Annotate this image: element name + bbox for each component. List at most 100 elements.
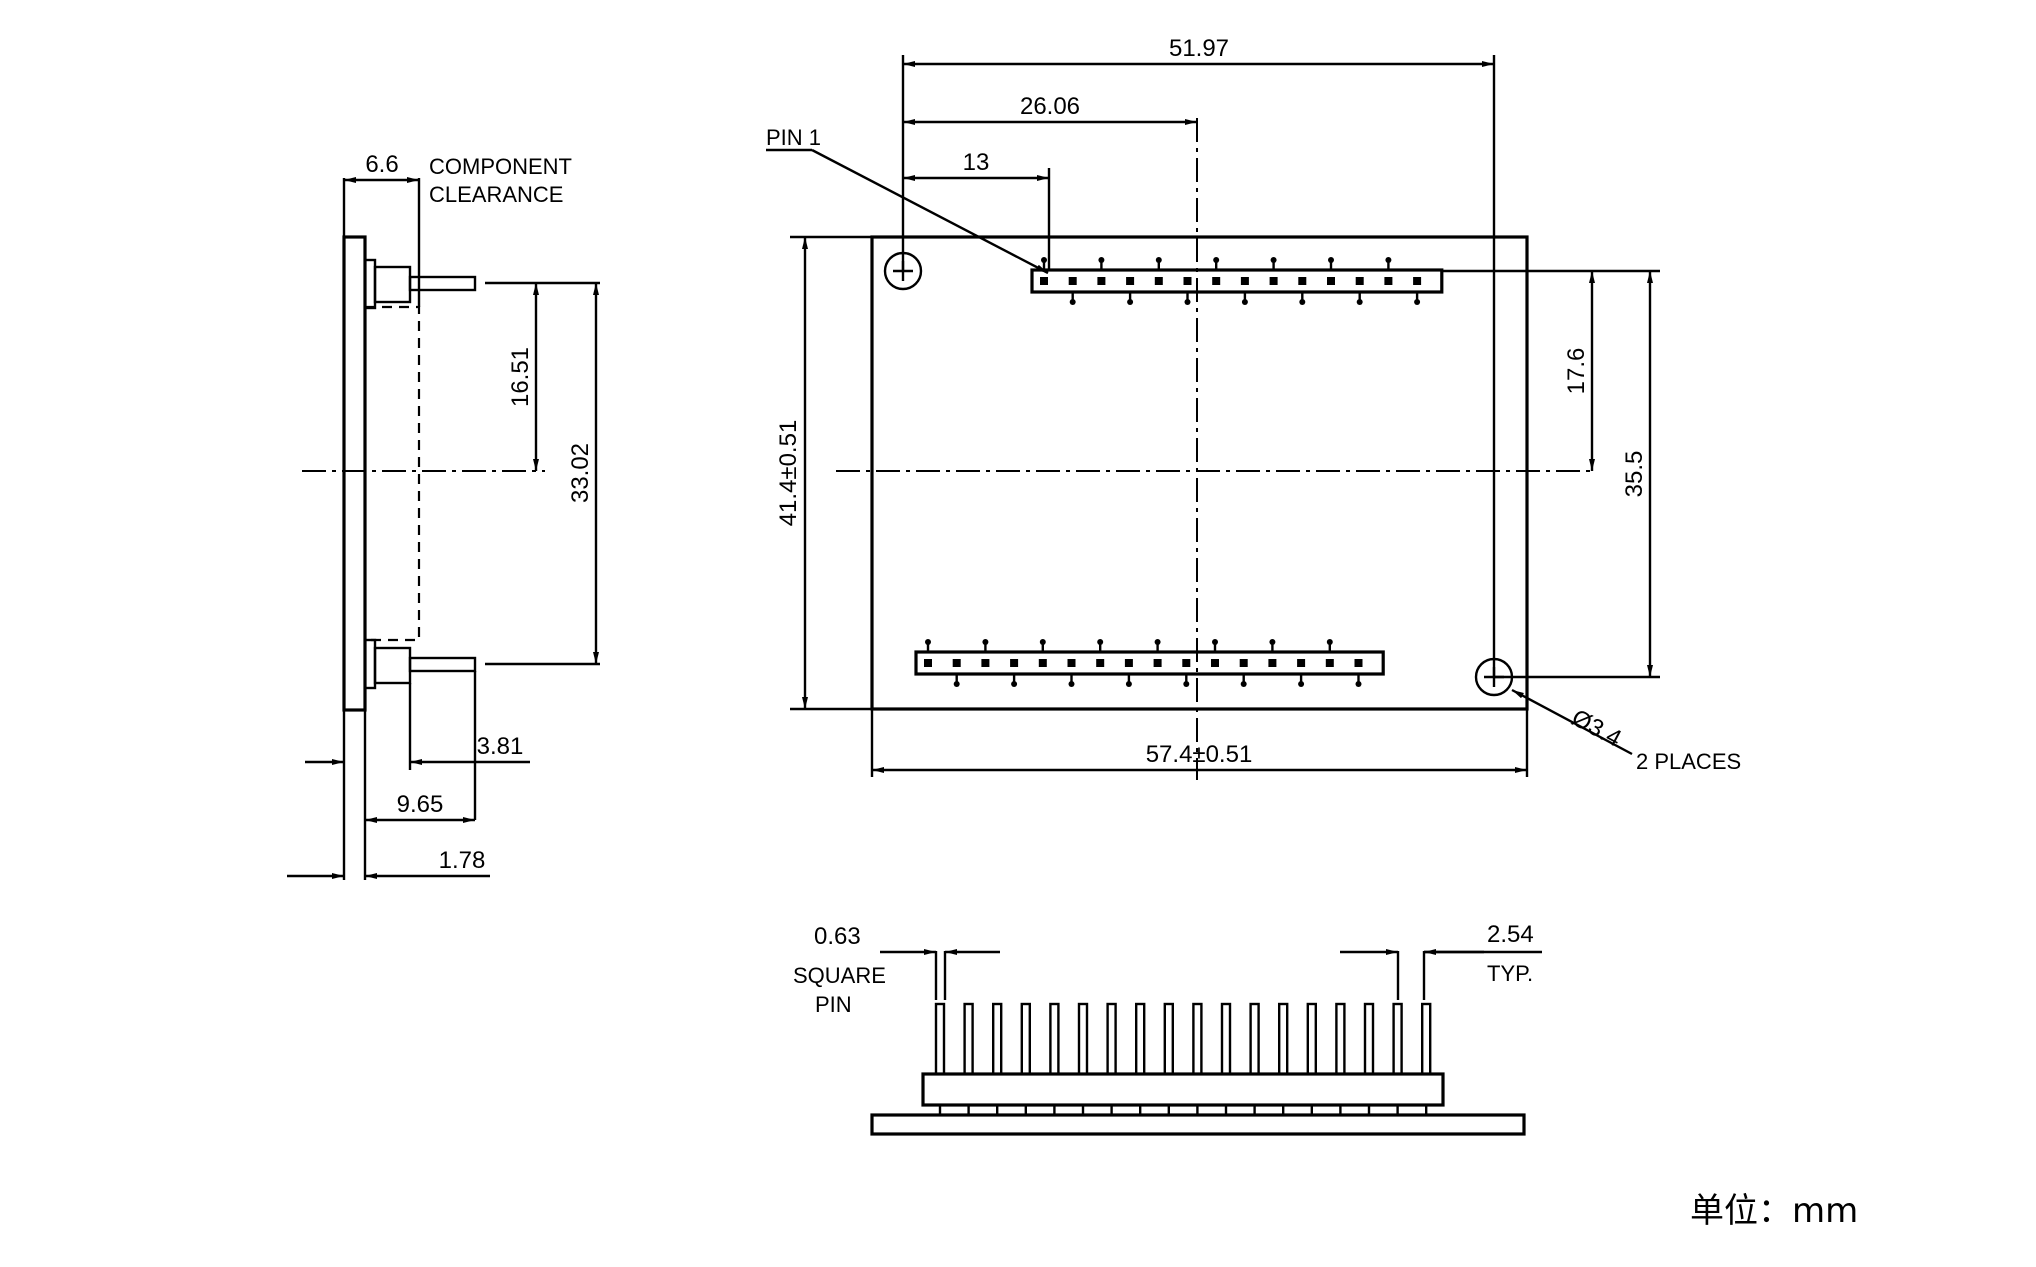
- hole-count-label: 2 PLACES: [1636, 749, 1741, 774]
- pin-lead-tip: [1356, 299, 1363, 305]
- dim-35-5: 35.5: [1621, 451, 1648, 498]
- pin-lead-tip: [982, 639, 989, 645]
- dim-26-06: 26.06: [1020, 93, 1080, 120]
- pin-lead-tip: [1241, 299, 1248, 305]
- header-pin: [1212, 277, 1221, 285]
- pin-lead-tip: [1328, 257, 1334, 263]
- header-pin: [1239, 659, 1248, 667]
- side-connector-top: [363, 258, 477, 310]
- header-pin: [1240, 277, 1249, 285]
- pin-lead-tip: [1355, 681, 1362, 687]
- pin-lead-tip: [1011, 681, 1018, 687]
- top-header-connector: [1030, 257, 1444, 305]
- header-pin: [1327, 277, 1335, 285]
- dim-pin-pitch: 2.54: [1487, 921, 1534, 948]
- front-pin: [1392, 1002, 1403, 1076]
- header-pin: [1355, 277, 1364, 285]
- header-pin: [1040, 277, 1048, 285]
- bottom-header-connector: [914, 639, 1385, 687]
- component-clearance-outline: [365, 305, 421, 642]
- pin-lead-tip: [1183, 681, 1190, 687]
- pin-lead-tip: [1326, 639, 1333, 645]
- header-pin: [1354, 659, 1363, 667]
- header-pin: [1096, 659, 1105, 667]
- dim-16-51: 16.51: [507, 347, 534, 407]
- pin-lead-tip: [925, 639, 931, 645]
- pin-lead-tip: [1125, 681, 1132, 687]
- dim-17-6: 17.6: [1563, 348, 1590, 395]
- dim-board-width: 57.4±0.51: [1146, 741, 1253, 768]
- pin-lead-tip: [1039, 639, 1046, 645]
- front-pin: [934, 1002, 946, 1076]
- dim-board-height: 41.4±0.51: [775, 420, 802, 527]
- header-pin: [1124, 659, 1133, 667]
- dim-9-65: 9.65: [397, 791, 444, 818]
- top-view: 51.97 26.06 13 PIN 1 41.4±0.51 57.4±0.51…: [766, 35, 1741, 780]
- front-pin: [1134, 1002, 1146, 1076]
- dim-1-78: 1.78: [439, 847, 486, 874]
- header-pin: [1068, 277, 1077, 285]
- pin-lead-tip: [1069, 299, 1076, 305]
- front-pin: [1249, 1002, 1260, 1076]
- front-pin: [1363, 1002, 1375, 1076]
- pin-lead-tip: [1299, 299, 1306, 305]
- pin-lead-tip: [1414, 299, 1421, 305]
- side-view: 6.6 COMPONENT CLEARANCE 16.51 33.02 3.81…: [287, 151, 600, 880]
- pin-lead-tip: [1098, 257, 1105, 263]
- front-pin: [1420, 1002, 1432, 1076]
- front-header-body: [921, 1072, 1445, 1107]
- header-pin: [1297, 659, 1306, 667]
- header-pin: [1182, 659, 1191, 667]
- front-pin: [1163, 1002, 1175, 1076]
- pin-label-line2: PIN: [815, 992, 852, 1017]
- dim-13: 13: [963, 149, 990, 176]
- pin-lead-tip: [1097, 639, 1104, 645]
- header-pin: [1211, 659, 1219, 667]
- front-view: 0.63 SQUARE PIN 2.54 TYP.: [793, 921, 1542, 1136]
- front-pin: [963, 1002, 974, 1076]
- pitch-typ-label: TYP.: [1487, 961, 1533, 986]
- pin-lead-tip: [1068, 681, 1075, 687]
- header-pin: [952, 659, 961, 667]
- pin-lead-tip: [1269, 639, 1276, 645]
- pin-lead-tip: [1298, 681, 1305, 687]
- clearance-label-line1: COMPONENT: [429, 154, 572, 179]
- header-pin: [1183, 277, 1192, 285]
- dim-3-81: 3.81: [477, 733, 524, 760]
- front-pin: [1335, 1002, 1346, 1076]
- front-pin: [992, 1002, 1003, 1076]
- front-pin: [1277, 1002, 1289, 1076]
- header-pin: [1298, 277, 1307, 285]
- pin-lead-tip: [1041, 257, 1047, 263]
- header-pin: [981, 659, 990, 667]
- front-pin: [1192, 1002, 1203, 1076]
- header-pin: [1067, 659, 1076, 667]
- pin-lead-tip: [1213, 257, 1220, 263]
- header-pin: [1010, 659, 1019, 667]
- header-pin: [1153, 659, 1162, 667]
- front-pin-row: [934, 1002, 1432, 1115]
- header-pin: [1269, 277, 1278, 285]
- front-pin: [1020, 1002, 1031, 1076]
- pin-lead-tip: [1155, 257, 1162, 263]
- front-pin: [1077, 1002, 1089, 1076]
- pin-lead-tip: [953, 681, 960, 687]
- header-body: [914, 650, 1385, 676]
- dim-clearance: 6.6: [365, 151, 398, 178]
- header-body: [1030, 268, 1444, 294]
- header-pin: [1154, 277, 1163, 285]
- header-pin: [1097, 277, 1106, 285]
- clearance-label-line2: CLEARANCE: [429, 182, 563, 207]
- side-pcb: [342, 235, 367, 712]
- header-pin: [1384, 277, 1393, 285]
- front-pin: [1106, 1002, 1117, 1076]
- unit-label: 单位：mm: [1690, 1191, 1858, 1231]
- side-connector-bottom: [363, 638, 477, 690]
- front-pin: [1220, 1002, 1232, 1076]
- front-pcb: [870, 1113, 1526, 1136]
- dim-pin-size: 0.63: [814, 923, 861, 950]
- pin-lead-tip: [1270, 257, 1277, 263]
- pin1-label: PIN 1: [766, 125, 821, 150]
- header-pin: [1268, 659, 1277, 667]
